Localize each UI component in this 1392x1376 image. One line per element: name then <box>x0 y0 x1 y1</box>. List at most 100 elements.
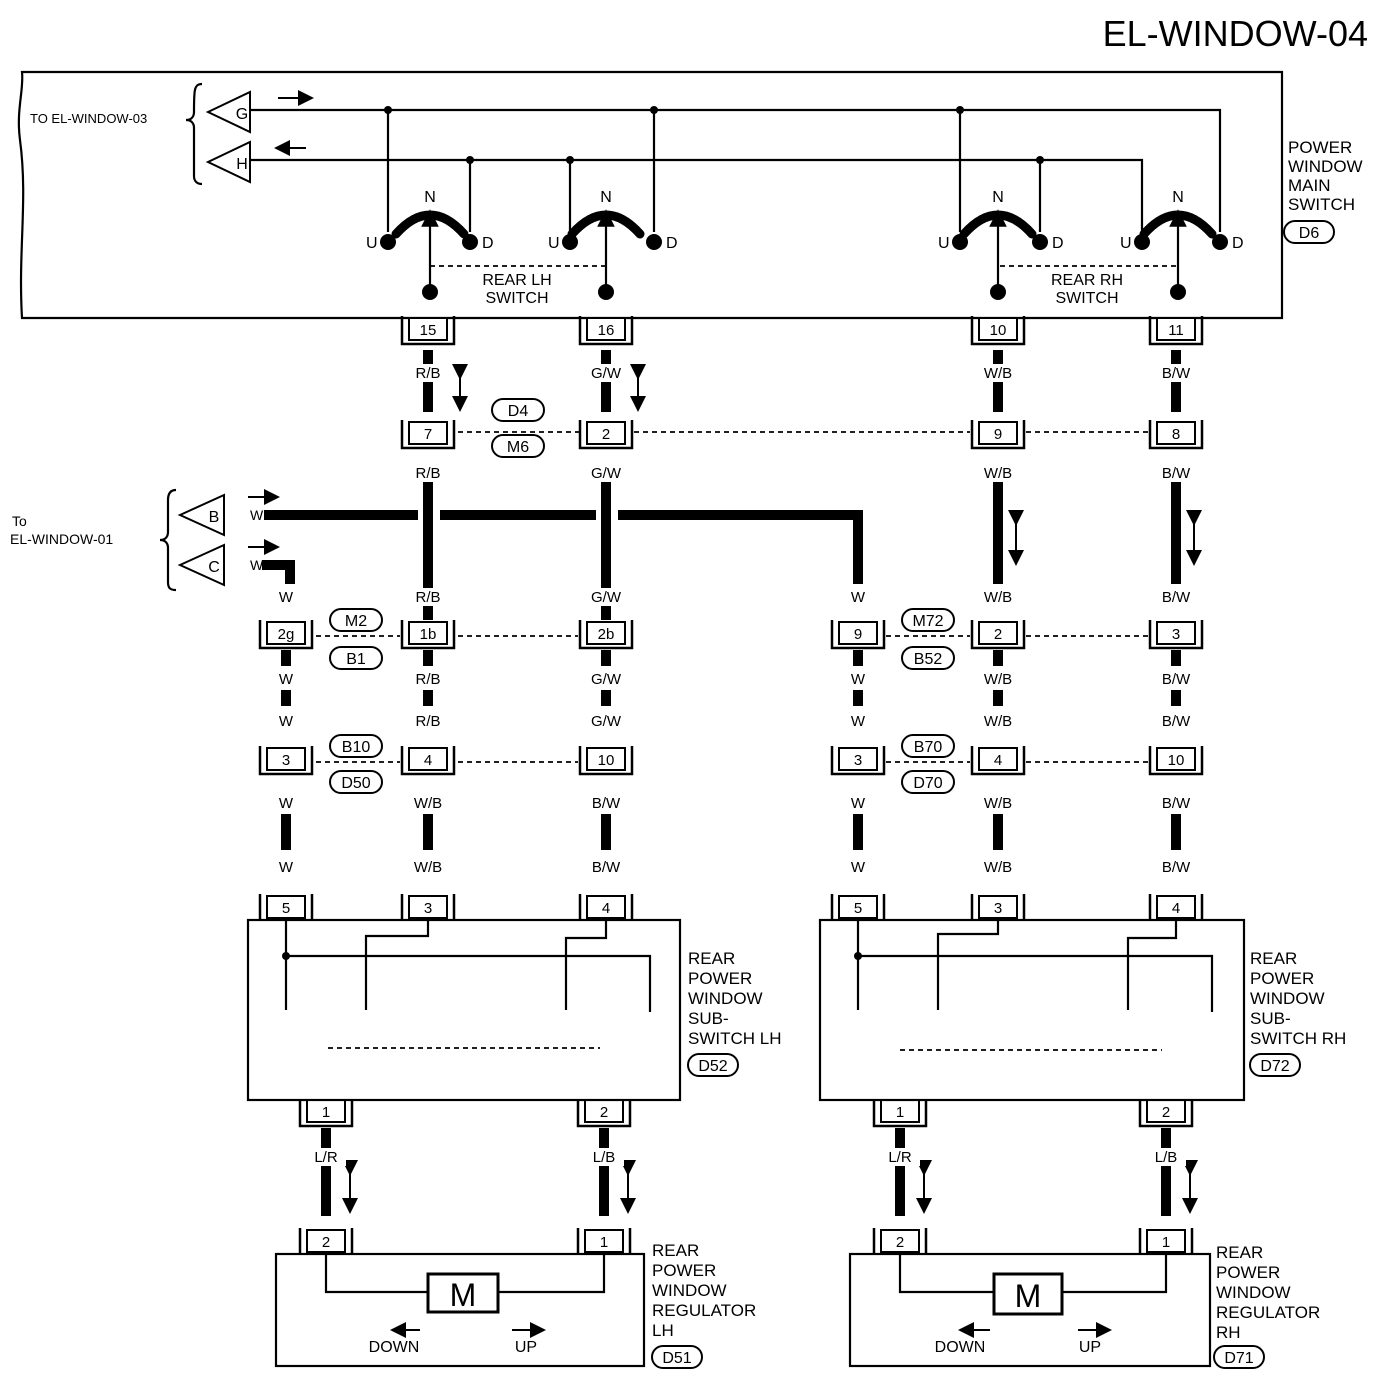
motor-rh: M <box>1015 1278 1042 1314</box>
rear-rh-switch-label-2: SWITCH <box>1055 290 1118 307</box>
wire-color-label: W <box>279 589 294 606</box>
svg-text:N: N <box>600 189 612 206</box>
wire-color-label: W <box>851 671 866 688</box>
wire-color-label: W <box>279 671 294 688</box>
svg-text:REGULATOR: REGULATOR <box>1216 1303 1320 1322</box>
pin-number: 10 <box>598 752 615 769</box>
wire-color-label: W <box>851 713 866 730</box>
wire-color-label: W/B <box>414 859 442 876</box>
regulator-internal-wiring: M M DOWN UP DOWN UP <box>324 1252 1168 1356</box>
regulator-lh-label: REAR POWER WINDOW REGULATOR LH D51 <box>651 1241 756 1369</box>
wire-color-label: G/W <box>591 365 622 382</box>
connector-pin: 3 <box>258 746 314 776</box>
rear-lh-switch-label-2: SWITCH <box>485 290 548 307</box>
pin-number: 3 <box>994 900 1002 917</box>
pin-number: 2 <box>994 626 1002 643</box>
pin-number: 7 <box>424 426 432 443</box>
connector-pin: 10 <box>1148 746 1204 776</box>
connector-pin: 3 <box>400 894 456 924</box>
svg-text:UP: UP <box>515 1339 537 1356</box>
wire-color-label: G/W <box>591 465 622 482</box>
joint-connector-label: D70 <box>901 770 955 794</box>
sub-switch-lh-label: REAR POWER WINDOW SUB- SWITCH LH D52 <box>687 949 782 1077</box>
connector-pin: 5 <box>830 894 886 924</box>
wire-color-label: L/B <box>1155 1149 1178 1166</box>
main-switch-connector: D6 <box>1299 225 1320 242</box>
wire-color-label: G/W <box>591 671 622 688</box>
main-switch-label: POWER WINDOW MAIN SWITCH D6 <box>1283 138 1363 244</box>
svg-text:POWER: POWER <box>1216 1263 1280 1282</box>
svg-text:POWER: POWER <box>1250 969 1314 988</box>
connector-pin: 1 <box>872 1098 928 1128</box>
svg-text:DOWN: DOWN <box>369 1339 420 1356</box>
connector-pin: 3 <box>970 894 1026 924</box>
ref-to-el-window-01: To EL-WINDOW-01 B C W W <box>10 488 280 592</box>
page-title: EL-WINDOW-04 <box>1103 13 1368 54</box>
connector-pin: 2 <box>578 420 634 450</box>
svg-text:N: N <box>1172 189 1184 206</box>
wire-color-label: B/W <box>592 859 621 876</box>
svg-text:SUB-: SUB- <box>688 1009 729 1028</box>
connector-pin: 1b <box>400 620 456 650</box>
svg-text:WINDOW: WINDOW <box>652 1281 727 1300</box>
svg-text:M72: M72 <box>912 613 943 630</box>
wire-color-label: W/B <box>984 671 1012 688</box>
svg-text:D4: D4 <box>508 403 529 420</box>
joint-dashes <box>316 431 1148 763</box>
pin-number: 1 <box>322 1104 330 1121</box>
wire-color-label: B/W <box>1162 465 1191 482</box>
connector-pin: 2b <box>578 620 634 650</box>
svg-text:D71: D71 <box>1224 1350 1253 1367</box>
pin-number: 4 <box>424 752 432 769</box>
joint-connector-label: M72 <box>901 608 955 632</box>
svg-text:UP: UP <box>1079 1339 1101 1356</box>
wire-color-label: L/R <box>314 1149 338 1166</box>
svg-text:D70: D70 <box>913 775 942 792</box>
wire-color-label: W <box>279 859 294 876</box>
svg-text:B10: B10 <box>342 739 371 756</box>
svg-text:To: To <box>12 513 27 529</box>
svg-text:W: W <box>250 507 264 523</box>
connector-pin: 3 <box>1148 620 1204 650</box>
wire-color-label: W <box>851 589 866 606</box>
connector-pin: 5 <box>258 894 314 924</box>
wire-color-label: R/B <box>415 465 440 482</box>
connector-pin: 2 <box>872 1228 928 1258</box>
wire-color-label: L/R <box>888 1149 912 1166</box>
svg-text:LH: LH <box>652 1321 674 1340</box>
pin-number: 4 <box>602 900 610 917</box>
connector-pin: 4 <box>970 746 1026 776</box>
pin-number: 8 <box>1172 426 1180 443</box>
svg-text:EL-WINDOW-01: EL-WINDOW-01 <box>10 531 113 547</box>
svg-text:M6: M6 <box>507 439 529 456</box>
connector-pin: 4 <box>400 746 456 776</box>
wire-color-label: W/B <box>984 859 1012 876</box>
connector-pin: 1 <box>1138 1228 1194 1258</box>
rear-sub-switch-lh <box>246 918 682 1102</box>
pin-number: 1 <box>600 1234 608 1251</box>
svg-text:D: D <box>482 235 494 252</box>
pin-number: 2b <box>598 626 615 643</box>
wire-color-label: W/B <box>984 589 1012 606</box>
wire-color-label: W/B <box>984 365 1012 382</box>
connector-pin: 16 <box>578 316 634 346</box>
svg-text:WINDOW: WINDOW <box>1250 989 1325 1008</box>
motor-lh: M <box>450 1277 477 1313</box>
connector-pin: 11 <box>1148 316 1204 346</box>
pin-number: 3 <box>1172 626 1180 643</box>
pin-number: 2 <box>322 1234 330 1251</box>
wire-color-label: B/W <box>1162 859 1191 876</box>
wire-color-label: B/W <box>592 795 621 812</box>
wire-color-label: W/B <box>984 795 1012 812</box>
pin-number: 2 <box>896 1234 904 1251</box>
wire-color-label: B/W <box>1162 795 1191 812</box>
svg-text:POWER: POWER <box>1288 138 1352 157</box>
connector-pin: 2 <box>298 1228 354 1258</box>
svg-text:MAIN: MAIN <box>1288 176 1331 195</box>
joint-connector-label: M6 <box>491 434 545 458</box>
svg-text:D: D <box>1232 235 1244 252</box>
connector-ref-b: B <box>209 509 220 526</box>
svg-text:U: U <box>366 235 378 252</box>
svg-text:W: W <box>250 557 264 573</box>
